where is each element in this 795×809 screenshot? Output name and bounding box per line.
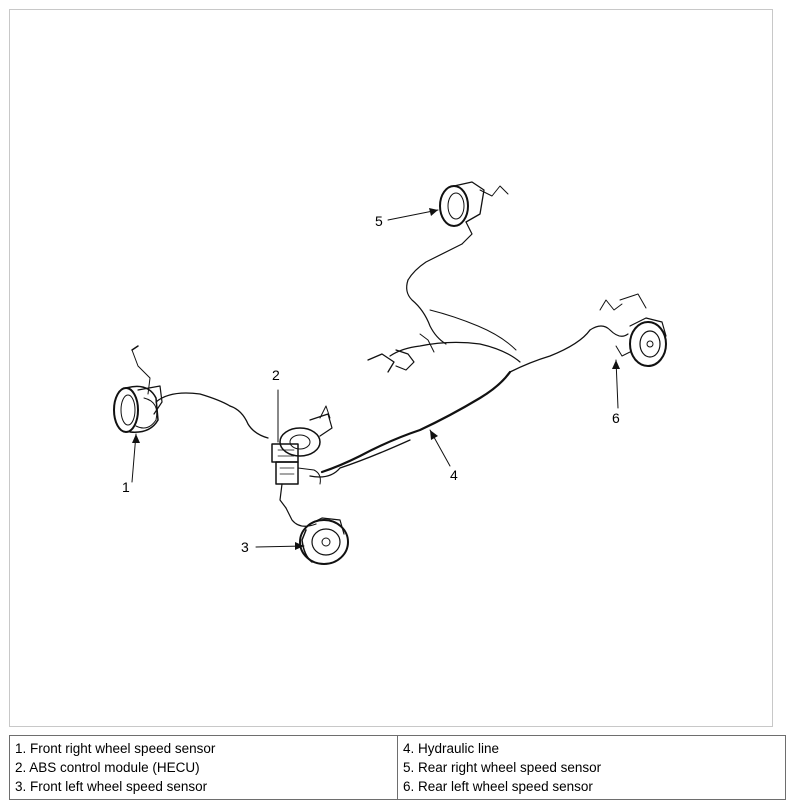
legend-item: 2. ABS control module (HECU)	[15, 760, 200, 775]
callout-2: 2	[272, 367, 280, 383]
hydraulic-line	[320, 370, 512, 474]
callout-5: 5	[375, 213, 383, 229]
legend-item: 3. Front left wheel speed sensor	[15, 779, 208, 794]
front-left-wheel-assembly	[285, 507, 349, 565]
legend-item: 1. Front right wheel speed sensor	[15, 741, 216, 756]
brake-system-diagram: 1 2 3 4 5 6	[113, 181, 667, 565]
callout-4: 4	[450, 467, 458, 483]
legend-table: 1. Front right wheel speed sensor 2. ABS…	[9, 735, 786, 800]
rear-left-wheel-assembly	[589, 293, 667, 367]
legend-column-right: 4. Hydraulic line 5. Rear right wheel sp…	[397, 735, 786, 800]
legend-row: 1. Front right wheel speed sensor 2. ABS…	[9, 735, 786, 800]
leader-line-5	[387, 209, 439, 221]
callout-3: 3	[241, 539, 249, 555]
rear-right-wheel-assembly	[407, 181, 509, 281]
legend-item: 4. Hydraulic line	[403, 741, 500, 756]
abs-control-module	[271, 405, 411, 509]
diagram-frame: 1 2 3 4 5 6	[9, 9, 773, 727]
callout-6: 6	[612, 410, 620, 426]
front-right-wheel-assembly	[113, 345, 231, 433]
legend-item: 6. Rear left wheel speed sensor	[403, 779, 593, 794]
callout-1: 1	[122, 479, 130, 495]
legend-item: 5. Rear right wheel speed sensor	[403, 760, 602, 775]
legend-column-left: 1. Front right wheel speed sensor 2. ABS…	[9, 735, 398, 800]
